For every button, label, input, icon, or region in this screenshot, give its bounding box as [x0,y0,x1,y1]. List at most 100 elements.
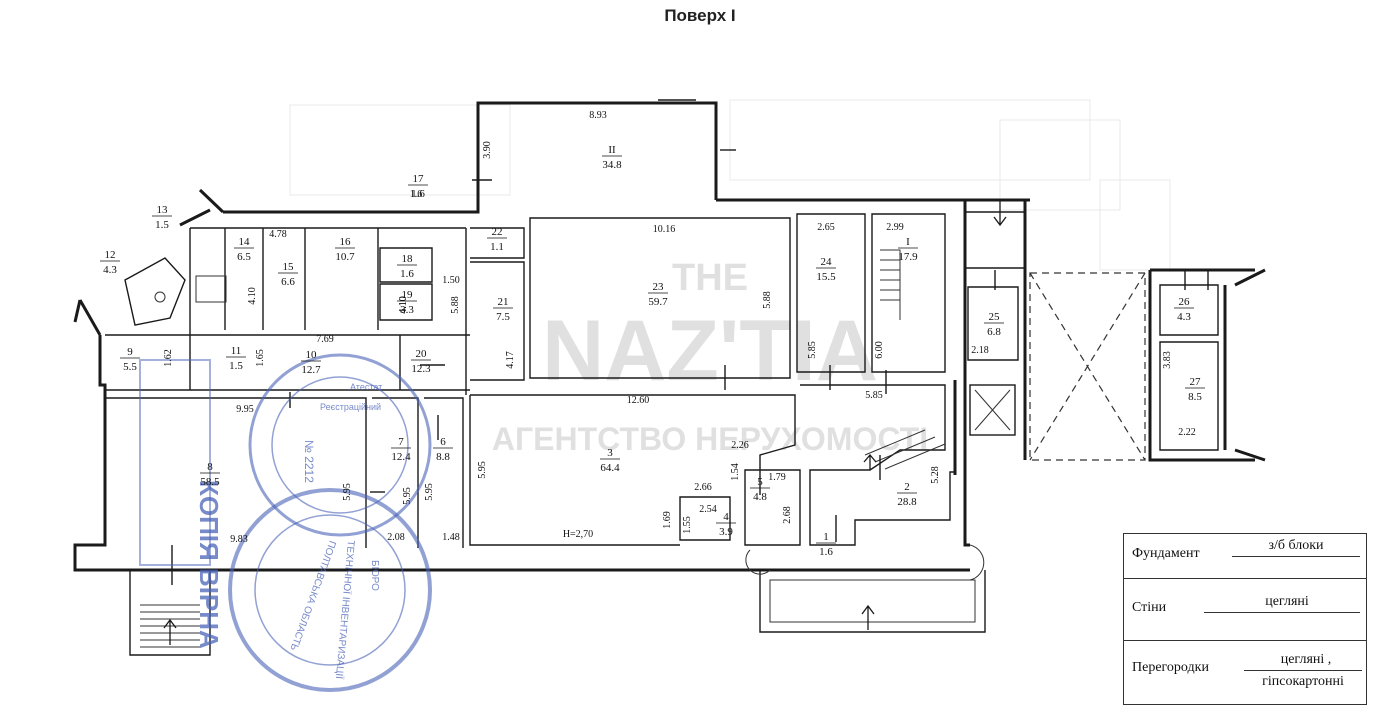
dimension-label: 1.65 [255,349,266,367]
porches [129,544,986,656]
far-right-wing-walls [1148,268,1266,462]
dimension-label: 5.85 [865,390,883,401]
room-label-3: 364.4 [600,447,620,474]
dimension-label: 9.83 [230,534,248,545]
legend-row-foundation: Фундамент з/б блоки [1124,534,1366,579]
room-number: 24 [821,256,833,268]
dimension-label: 5.95 [477,461,488,479]
room-number: II [608,144,616,156]
dimension-label: 5.85 [807,341,818,359]
dimension-label: 3.83 [1162,351,1173,369]
left-wing-walls [105,227,470,395]
room-label-6: 68.8 [433,436,453,463]
room-label-13: 131.5 [152,204,172,231]
dimension-label: 10.16 [653,224,676,235]
room-area: 8.8 [436,451,450,463]
dimension-label: 3.90 [482,141,493,159]
dimension-label: 1.48 [442,532,460,543]
room-number: 12 [105,249,116,261]
room-number: 18 [402,253,414,265]
dimension-label: 5.88 [450,296,461,314]
dimension-label: 1.79 [768,472,786,483]
room-area: 6.8 [987,326,1001,338]
lower-left-walls [105,397,464,548]
dimension-label: 2.22 [1178,427,1196,438]
room-area: 8.5 [1188,391,1202,403]
background-ghost-lines [289,99,1171,271]
dimension-label: 4.10 [247,287,258,305]
dimension-label: 2.66 [694,482,712,493]
room-label-21: 217.5 [493,296,513,323]
room-number: 3 [607,447,613,459]
watermark-line-2: NAZ'TIA [542,303,878,399]
dimension-label: 4.10 [398,296,409,314]
dimension-label: 2.18 [971,345,989,356]
room-label-14: 146.5 [234,236,254,263]
room-area: 1.6 [819,546,833,558]
dimension-label: 2.99 [886,222,904,233]
right-rooms-walls [796,213,955,546]
room-number: 26 [1179,296,1191,308]
room-label-27: 278.5 [1185,376,1205,403]
legend-value-partitions-2: гіпсокартонні [1262,674,1344,689]
room-label-7: 712.4 [391,436,411,463]
room-area: 1.1 [490,241,504,253]
legend-label-foundation: Фундамент [1132,546,1200,561]
room-area: 15.5 [816,271,836,283]
outer-walls [73,188,1030,572]
stamp-line-2: ТЕХНІЧНОЇ ІНВЕНТАРИЗАЦІЇ [333,540,357,680]
room-label-24: 24 15.5 [816,256,836,283]
dimension-label: 2.54 [699,504,717,515]
door-marks [171,149,1209,585]
materials-legend: Фундамент з/б блоки Стіни цегляні Перего… [1123,533,1367,705]
room-number: 13 [157,204,169,216]
room-II-walls [476,99,718,212]
room-area: 34.8 [602,159,622,171]
legend-label-walls: Стіни [1132,600,1167,615]
dimension-label: 1.50 [442,275,460,286]
room-number: 15 [283,261,295,273]
dimension-label: 2.26 [731,440,749,451]
room-labels: II34.8221.1217.52359.72415.5I17.9256.826… [100,144,1205,558]
room-number: 16 [340,236,352,248]
dimension-label: 1.54 [730,463,741,481]
room-label-8: 858.5 [200,461,220,488]
room-label-25: 256.8 [984,311,1004,338]
dimension-labels: 8.933.9010.165.8812.604.172.655.852.996.… [163,110,1196,545]
legend-label-partitions: Перегородки [1132,660,1209,675]
room-number: 14 [239,236,251,248]
rooms-4-5-walls [679,469,801,546]
room-label-23: 23 59.7 [648,281,668,308]
room-label-4: 43.9 [716,511,736,538]
dimension-label: 5.95 [424,483,435,501]
room-number: 4 [723,511,729,523]
room-label-II: II 34.8 [602,144,622,171]
room-label-19: 193.3 [397,289,417,316]
dimension-label: 1.62 [163,349,174,367]
stamp-line-4: Атестат [350,382,382,392]
ceiling-height-note: H=2,70 [563,529,593,540]
room-number: 22 [492,226,503,238]
room-3-walls [469,394,796,546]
room-number: 27 [1190,376,1202,388]
dimension-label: 4.17 [505,351,516,369]
room-area: 12.3 [411,363,431,375]
lobby-walls [965,200,1027,460]
room-label-17: 171.6 [408,173,428,200]
dimension-label: 2.68 [782,506,793,524]
room-area: 4.3 [1177,311,1191,323]
room-area: 17.9 [898,251,918,263]
dimension-label: 12.60 [627,395,650,406]
room-number: 23 [653,281,665,293]
room-area: 12.7 [301,364,321,376]
room-number: 5 [757,476,763,488]
room-area: 58.5 [200,476,220,488]
dimension-label: 8.93 [589,110,607,121]
room-area: 59.7 [648,296,668,308]
room-number: 11 [231,345,242,357]
